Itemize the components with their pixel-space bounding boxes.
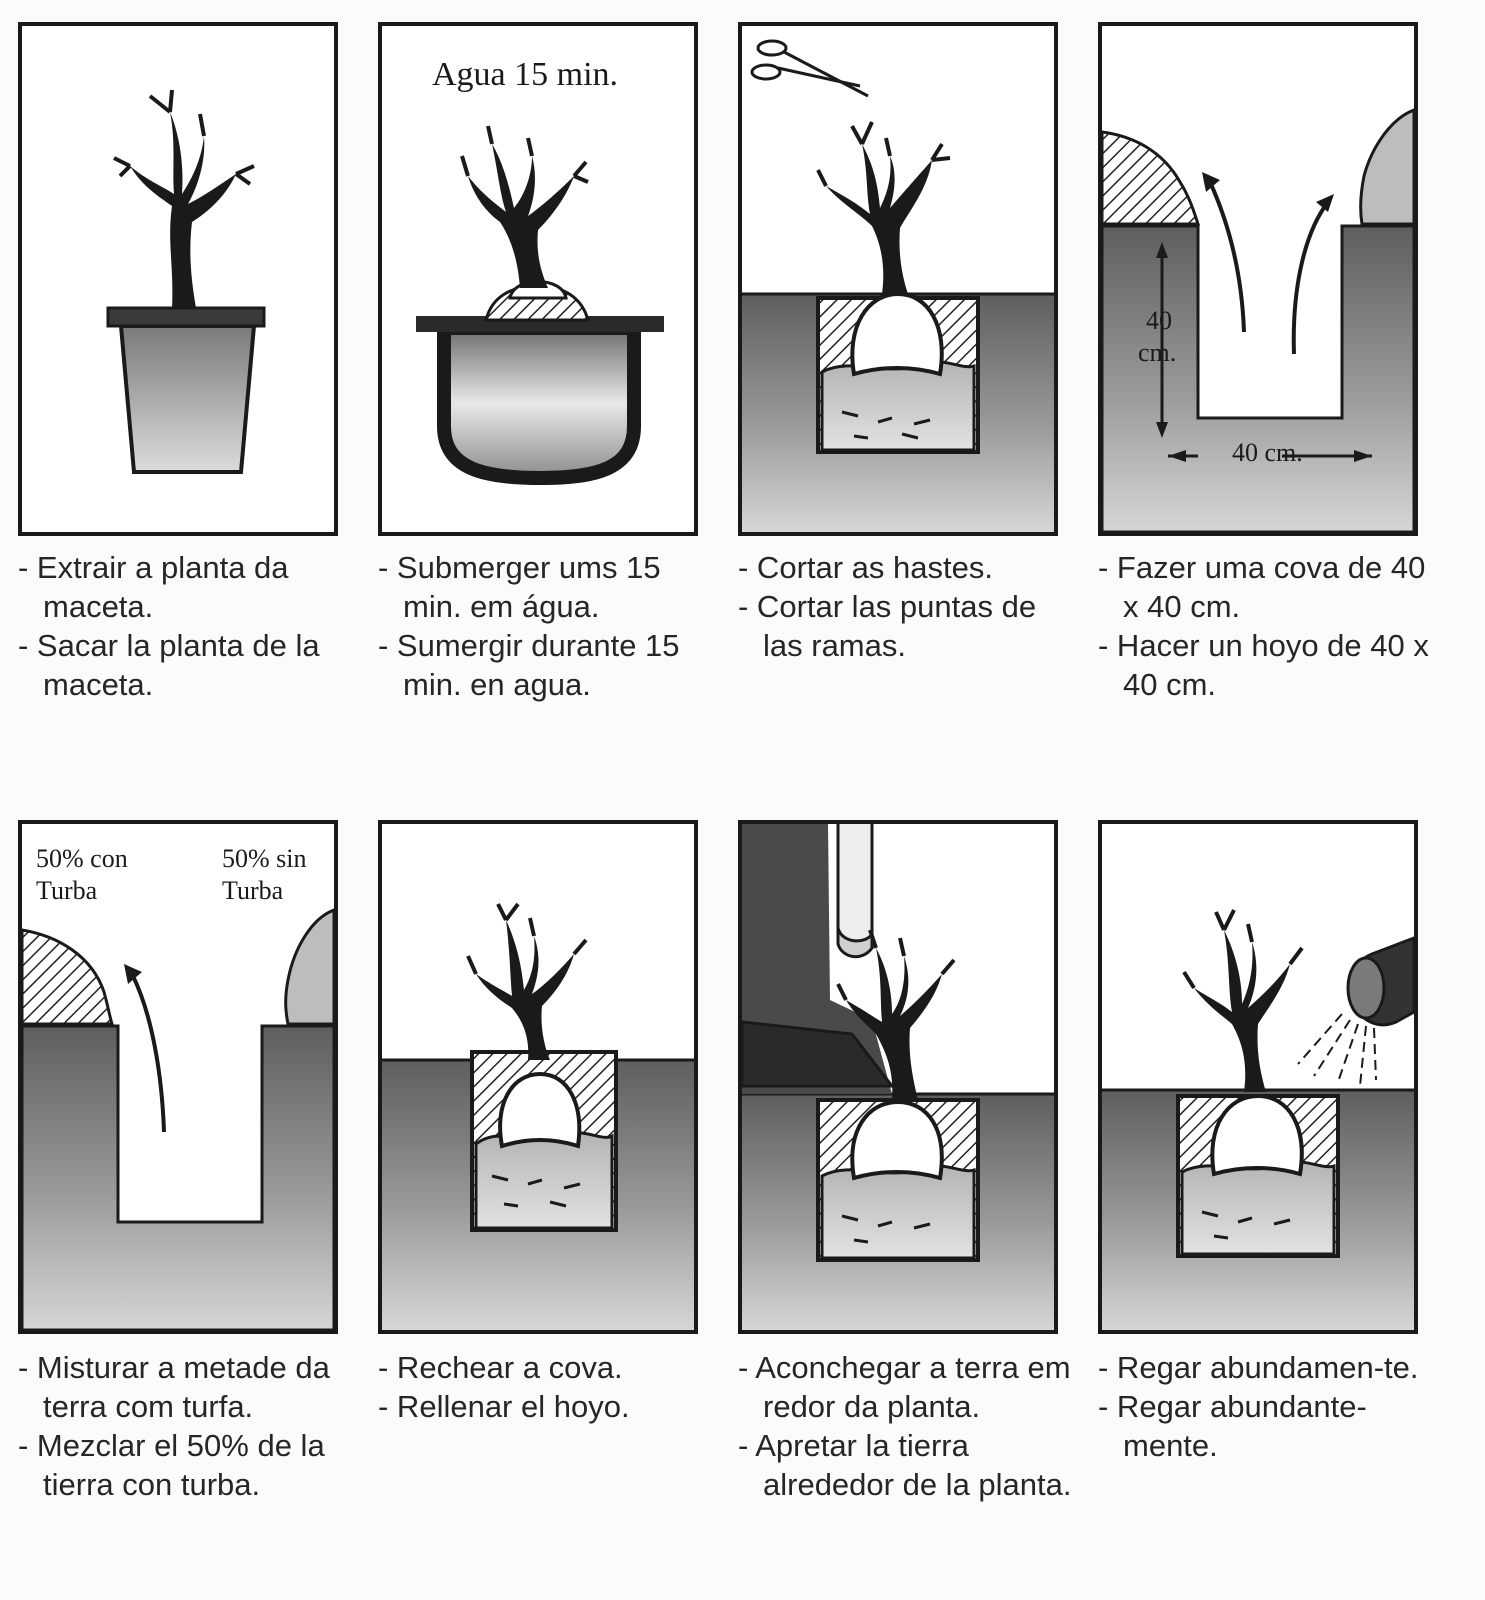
caption-pt: - Submerger ums 15 min. em água. (378, 550, 661, 624)
caption-es: - Sacar la planta de la maceta. (18, 628, 320, 702)
caption-step-2: - Submerger ums 15 min. em água. - Sumer… (378, 548, 718, 704)
caption-step-1: - Extrair a planta da maceta. - Sacar la… (18, 548, 358, 704)
cut-stems-illustration (742, 39, 1054, 532)
width-label: 40 cm. (1232, 438, 1303, 467)
caption-step-7: - Aconchegar a terra em redor da planta.… (738, 1348, 1078, 1504)
without-peat-sub-label: Turba (222, 876, 284, 905)
caption-step-3: - Cortar as hastes. - Cortar las puntas … (738, 548, 1078, 665)
caption-es: - Mezclar el 50% de la tierra con turba. (18, 1428, 325, 1502)
extract-plant-illustration (106, 89, 266, 474)
caption-step-6: - Rechear a cova. - Rellenar el hoyo. (378, 1348, 718, 1426)
press-soil-illustration (742, 824, 1054, 1330)
caption-es: - Hacer un hoyo de 40 x 40 cm. (1098, 628, 1429, 702)
caption-pt: - Extrair a planta da maceta. (18, 550, 289, 624)
depth-unit-label: cm. (1138, 338, 1177, 367)
panel-dig-hole: 40 cm. 40 cm. (1098, 22, 1418, 536)
caption-es: - Rellenar el hoyo. (378, 1389, 630, 1424)
refill-hole-illustration (382, 902, 694, 1330)
depth-label: 40 (1146, 306, 1172, 335)
caption-pt: - Aconchegar a terra em redor da planta. (738, 1350, 1071, 1424)
caption-es: - Sumergir durante 15 min. en agua. (378, 628, 680, 702)
caption-es: - Regar abundante-mente. (1098, 1389, 1367, 1463)
with-peat-sub-label: Turba (36, 876, 98, 905)
caption-es: - Apretar la tierra alrededor de la plan… (738, 1428, 1072, 1502)
without-peat-label: 50% sin (222, 844, 307, 873)
water-plant-illustration (1102, 909, 1414, 1330)
caption-pt: - Cortar as hastes. (738, 550, 993, 585)
scissors-icon (750, 39, 869, 98)
caption-pt: - Fazer uma cova de 40 x 40 cm. (1098, 550, 1426, 624)
caption-pt: - Misturar a metade da terra com turfa. (18, 1350, 330, 1424)
panel-extract-plant (18, 22, 338, 536)
soak-water-illustration (416, 125, 664, 486)
panel-cut-stems (738, 22, 1058, 536)
caption-pt: - Regar abundamen-te. (1098, 1350, 1419, 1385)
mix-peat-illustration (22, 908, 334, 1330)
caption-pt: - Rechear a cova. (378, 1350, 623, 1385)
panel-mix-peat: 50% con Turba 50% sin Turba (18, 820, 338, 1334)
watering-can-icon (1297, 936, 1414, 1087)
panel-press-soil (738, 820, 1058, 1334)
caption-es: - Cortar las puntas de las ramas. (738, 589, 1037, 663)
caption-step-8: - Regar abundamen-te. - Regar abundante-… (1098, 1348, 1438, 1465)
panel-refill-hole (378, 820, 698, 1334)
panel-water-plant (1098, 820, 1418, 1334)
caption-step-4: - Fazer uma cova de 40 x 40 cm. - Hacer … (1098, 548, 1438, 704)
dig-hole-illustration (1102, 108, 1414, 532)
caption-step-5: - Misturar a metade da terra com turfa. … (18, 1348, 358, 1504)
panel-soak-water: Agua 15 min. (378, 22, 698, 536)
with-peat-label: 50% con (36, 844, 128, 873)
agua-label: Agua 15 min. (432, 56, 619, 93)
